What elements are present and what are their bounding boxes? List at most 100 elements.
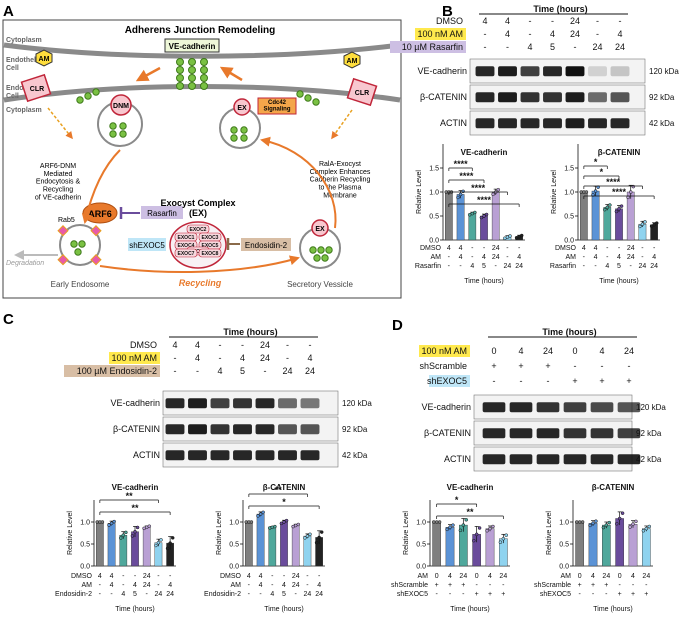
blot-band [255, 398, 275, 409]
treatment-value: - [219, 353, 222, 363]
treatment-value: 24 [592, 42, 602, 52]
x-row-value: - [169, 573, 172, 580]
bar [256, 513, 265, 567]
blot-band [590, 402, 614, 413]
endosidin-label: Endosidin-2 [245, 241, 288, 250]
text-line: (EX) [189, 208, 207, 218]
data-point [464, 518, 469, 522]
exoc-subunit-label: EXOC4 [178, 243, 195, 249]
bar [628, 524, 638, 567]
data-point [461, 523, 466, 527]
bar [626, 191, 635, 241]
data-point [638, 224, 642, 229]
treatment-value: + [545, 361, 550, 371]
x-axis-label: Time (hours) [599, 278, 638, 285]
x-row-value: 4 [517, 254, 521, 261]
sig-label: * [594, 157, 598, 167]
data-point [491, 192, 495, 197]
x-row-value: - [592, 591, 595, 598]
y-tick-label: 1.0 [229, 520, 239, 527]
x-row-value: 24 [650, 263, 658, 270]
data-point [109, 521, 114, 526]
blot-band [588, 66, 607, 77]
panel-label-d: D [392, 317, 403, 334]
data-point [644, 526, 649, 531]
data-point [135, 525, 140, 530]
bar [96, 521, 104, 567]
y-axis-label: Relative Level [551, 170, 558, 214]
shexoc5-label: shEXOC5 [129, 241, 165, 250]
treatment-value: 4 [527, 42, 532, 52]
y-tick-label: 0.5 [559, 542, 569, 549]
data-point [641, 528, 646, 533]
chart-title: VE-cadherin [447, 483, 494, 492]
schematic-panel-a: Adherens Junction Remodeling Cytoplasm E… [2, 19, 402, 299]
data-point [643, 220, 647, 224]
data-point [614, 522, 619, 526]
bar [107, 523, 116, 567]
data-point [154, 543, 158, 548]
data-point [577, 520, 582, 524]
bar [485, 528, 495, 567]
x-row-value: + [618, 591, 622, 598]
x-row-value: - [449, 591, 452, 598]
data-point [488, 526, 492, 531]
data-point [319, 530, 324, 534]
x-row-value: 4 [259, 582, 263, 589]
blot-band [210, 424, 230, 435]
exoc-subunit-label: EXOC1 [178, 235, 195, 241]
x-row-value: 4 [470, 263, 474, 270]
treatment-value: + [626, 376, 631, 386]
x-row-value: 4 [168, 582, 172, 589]
x-row-value: 24 [492, 254, 500, 261]
x-row-value: - [518, 245, 521, 252]
data-point [588, 523, 592, 528]
x-row-value: - [618, 245, 621, 252]
treatment-value: 24 [543, 346, 553, 356]
data-point [485, 528, 489, 533]
band-label: VE-cadherin [110, 398, 160, 408]
text-line: Endocytosis & [36, 179, 81, 186]
treatment-value: 4 [307, 353, 312, 363]
treatment-value: - [241, 340, 244, 350]
rasarfin-box [141, 206, 183, 219]
bar [291, 525, 300, 567]
clr-label-left: CLR [30, 86, 44, 93]
treatment-value: 0 [572, 346, 577, 356]
treatment-label: 100 nM AM [421, 346, 467, 356]
dnm-marker [110, 94, 132, 116]
x-row-label: DMSO [420, 245, 442, 252]
bar [603, 207, 612, 241]
blot-band [300, 398, 320, 409]
blot-band [563, 454, 587, 465]
x-row-value: + [435, 582, 439, 589]
y-tick-label: 1.5 [429, 166, 439, 173]
band-label: ACTIN [440, 118, 467, 128]
text-line: of VE-cadherin [35, 194, 81, 201]
data-point [496, 187, 501, 192]
blot-band [617, 454, 641, 465]
am-label-left: AM [39, 56, 50, 63]
data-point [640, 222, 645, 226]
treatment-label: 100 nM AM [417, 29, 463, 39]
x-row-value: 24 [499, 573, 507, 580]
bar [575, 521, 584, 567]
cadherin-cluster-secretory [309, 246, 333, 262]
x-row-value: - [448, 263, 451, 270]
treatment-value: 4 [550, 29, 555, 39]
x-row-value: - [475, 582, 478, 589]
band-kda: 120 kDa [649, 67, 679, 76]
data-point [484, 212, 489, 217]
data-point [314, 540, 319, 545]
text-line: Membrane [323, 192, 357, 199]
chart-title: VE-cadherin [112, 483, 159, 492]
data-point [279, 521, 284, 526]
x-row-value: - [502, 582, 505, 589]
treatment-value: - [174, 353, 177, 363]
x-row-value: 4 [482, 254, 486, 261]
